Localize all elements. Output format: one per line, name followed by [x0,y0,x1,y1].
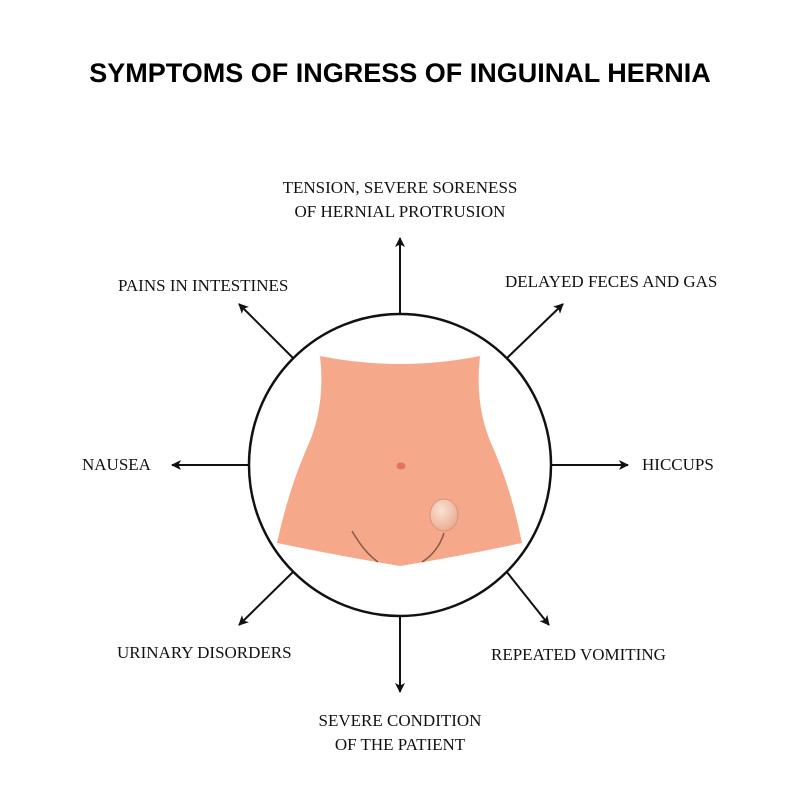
arrow-bottom-right [505,570,550,626]
symptom-top: TENSION, SEVERE SORENESS OF HERNIAL PROT… [230,176,570,224]
left-groin-line [351,530,379,563]
symptom-bottom-right: REPEATED VOMITING [491,645,666,664]
torso-illustration [277,356,522,566]
symptom-bottom-line1: SEVERE CONDITION [318,711,482,730]
hernia-bulge-icon [429,498,459,532]
arrow-top-right [505,303,564,360]
navel-icon [396,462,406,470]
torso-shape [277,356,522,566]
symptom-top-line2: OF HERNIAL PROTRUSION [294,202,506,221]
arrows [171,237,629,693]
symptom-right: HICCUPS [642,455,714,474]
symptom-top-left: PAINS IN INTESTINES [118,276,289,295]
arrow-bottom-left [238,570,295,626]
symptom-left: NAUSEA [82,455,151,474]
symptom-top-right: DELAYED FECES AND GAS [505,272,718,291]
symptom-bottom-left: URINARY DISORDERS [117,643,292,662]
symptom-bottom-line2: OF THE PATIENT [334,735,466,754]
arrow-top-left [238,303,295,360]
right-groin-line [421,532,445,563]
symptom-top-line1: TENSION, SEVERE SORENESS [282,178,518,197]
page-title: SYMPTOMS OF INGRESS OF INGUINAL HERNIA [89,58,711,88]
symptom-bottom: SEVERE CONDITION OF THE PATIENT [230,709,570,757]
